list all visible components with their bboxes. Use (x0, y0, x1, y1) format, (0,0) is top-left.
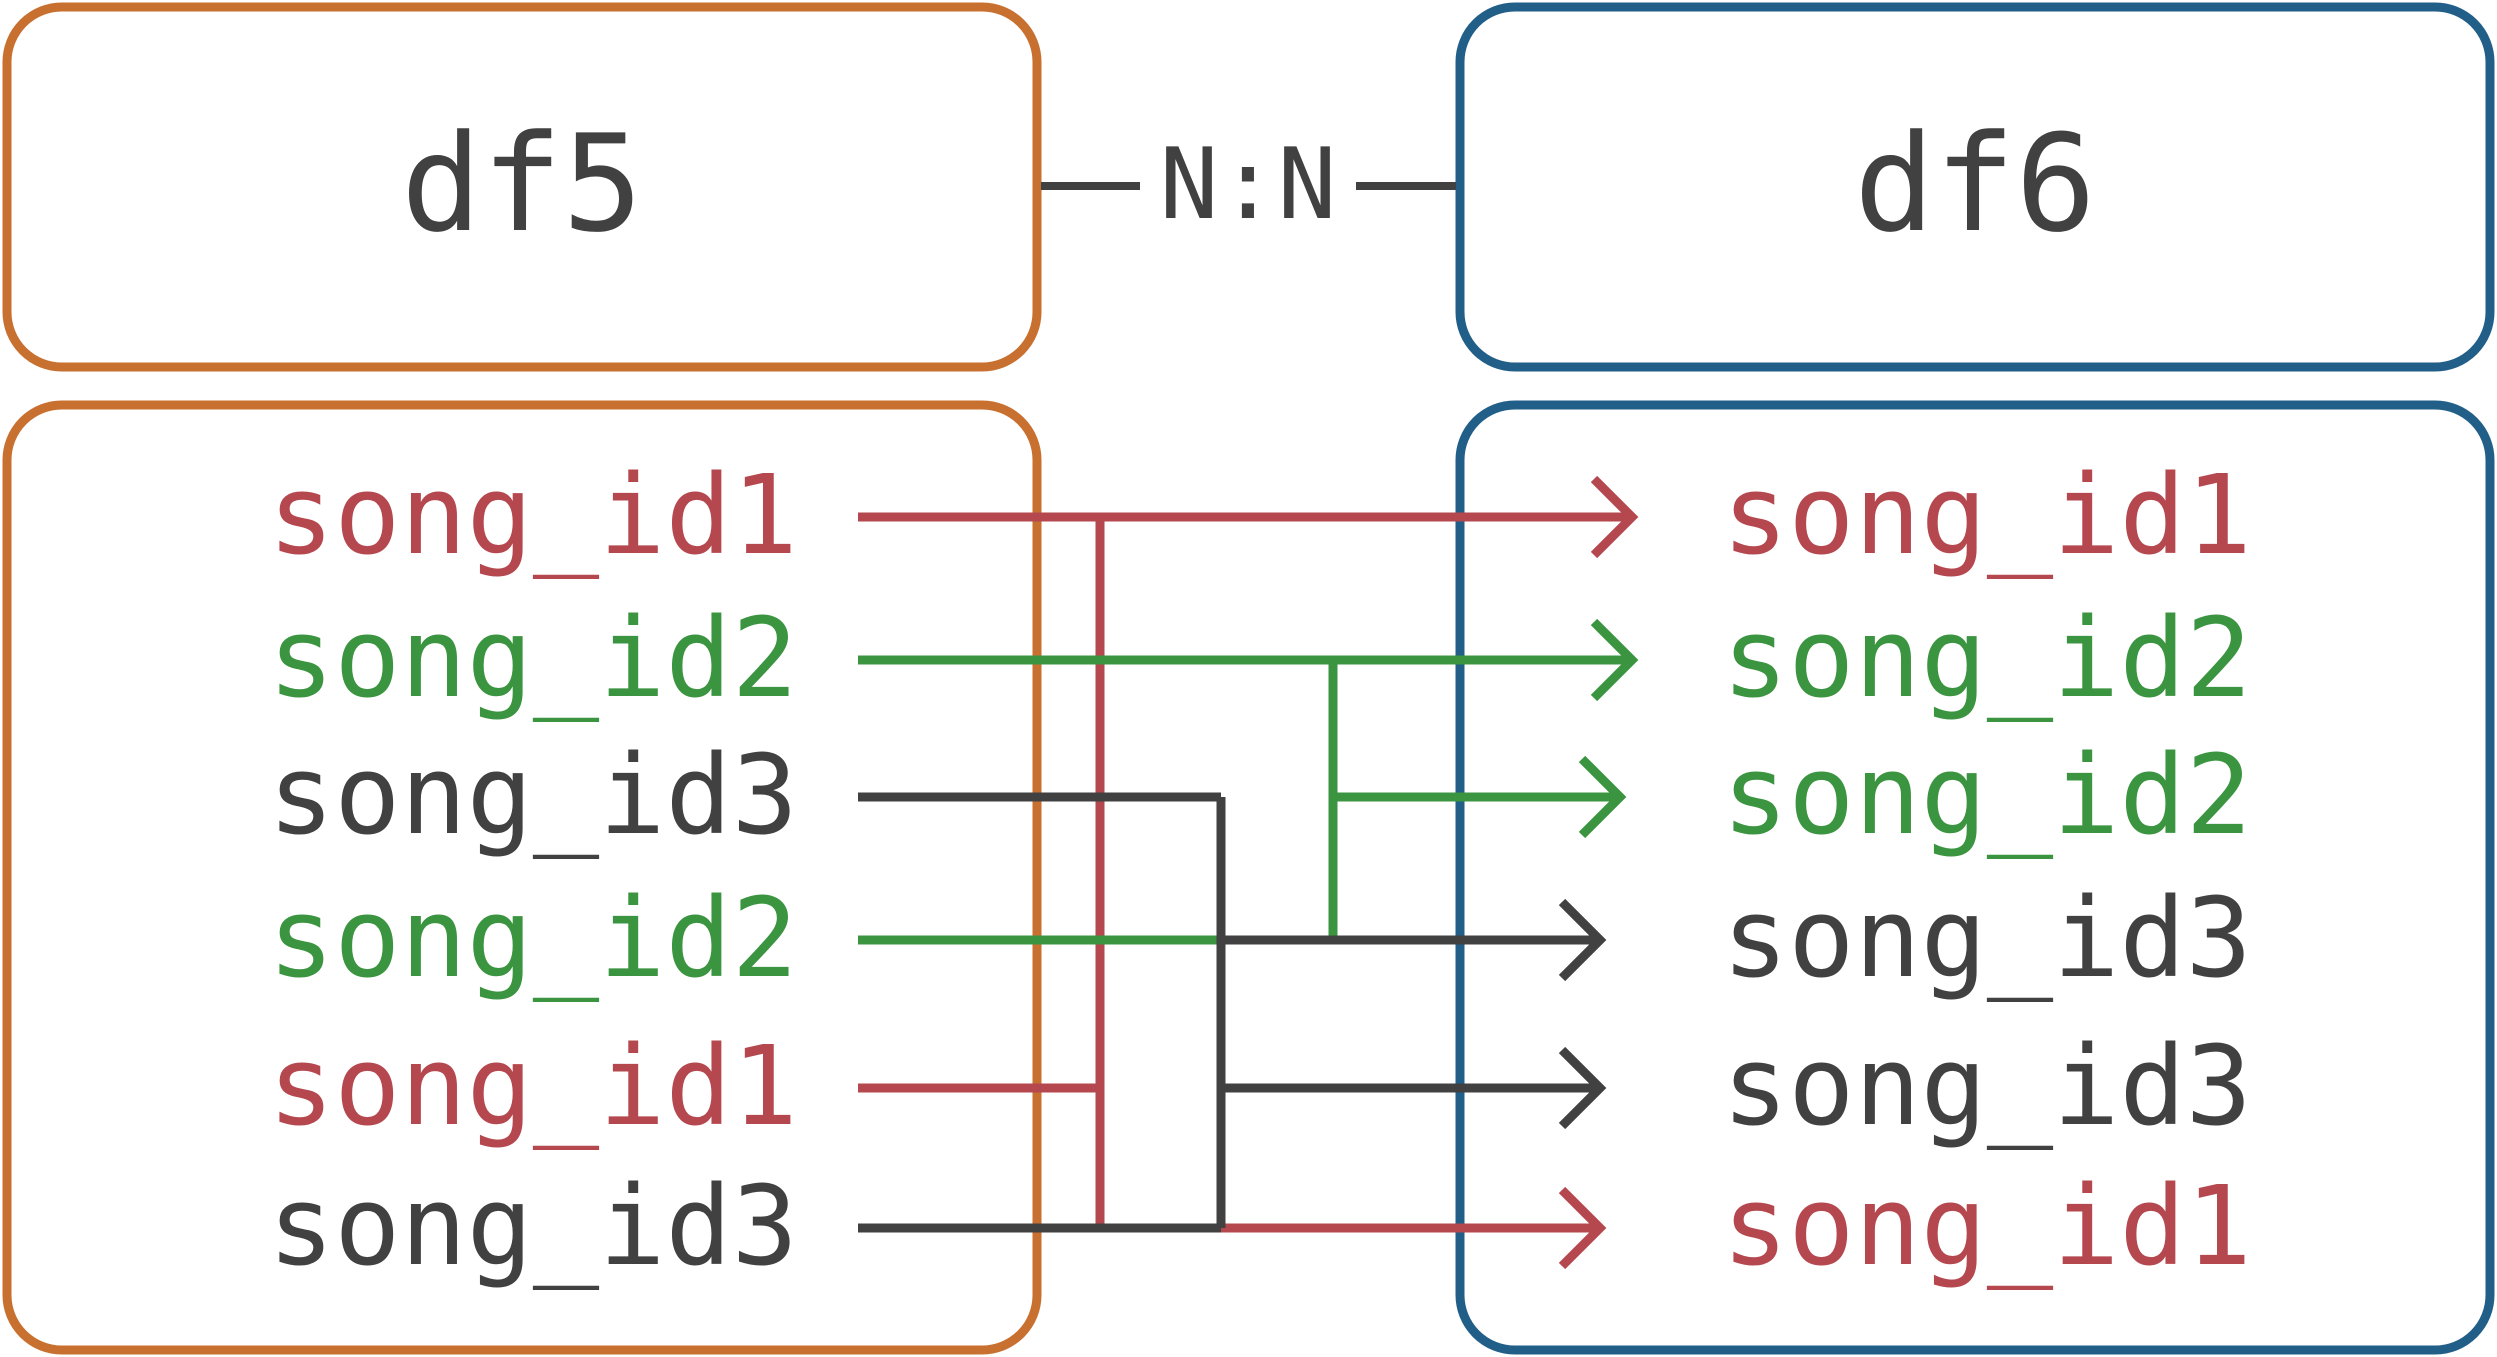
arrowhead-icon (1590, 475, 1639, 559)
df5-row-4: song_id2 (268, 874, 798, 1002)
df5-title: df5 (401, 106, 643, 262)
df5-rows-box (2, 400, 1042, 1355)
df5-row-2: song_id2 (268, 594, 798, 722)
join-connectors (858, 475, 1639, 1270)
df6-header-box (1455, 2, 2495, 372)
df5-rows: song_id1song_id2song_id3song_id2song_id1… (268, 451, 798, 1290)
df6-row-2: song_id2 (1722, 594, 2252, 722)
df5-row-3: song_id3 (268, 731, 798, 859)
arrowhead-icon (1558, 1046, 1607, 1130)
df6-header: df6 (1455, 2, 2495, 372)
df6-row-3: song_id2 (1722, 731, 2252, 859)
df5-row-5: song_id1 (268, 1022, 798, 1150)
relationship-connector: N:N (1041, 128, 1456, 242)
arrowhead-icon (1590, 618, 1639, 702)
arrowhead-icon (1558, 1186, 1607, 1270)
df5-row-1: song_id1 (268, 451, 798, 579)
df5-header-box (2, 2, 1042, 372)
df6-title: df6 (1854, 106, 2096, 262)
df6-row-1: song_id1 (1722, 451, 2252, 579)
df6-row-6: song_id1 (1722, 1162, 2252, 1290)
df5-row-6: song_id3 (268, 1162, 798, 1290)
df5-header: df5 (2, 2, 1042, 372)
arrowhead-icon (1558, 898, 1607, 982)
arrowhead-icon (1578, 755, 1627, 839)
df6-row-5: song_id3 (1722, 1022, 2252, 1150)
df6-row-4: song_id3 (1722, 874, 2252, 1002)
df6-rows-box (1455, 400, 2495, 1355)
relationship-label: N:N (1159, 128, 1336, 242)
